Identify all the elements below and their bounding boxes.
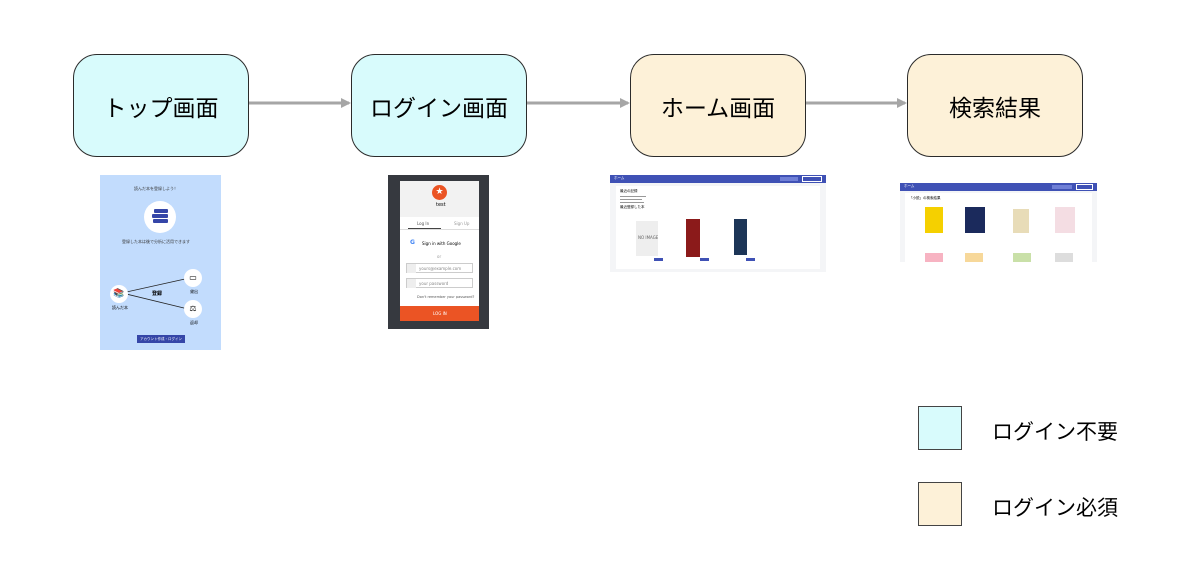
top-heading: 読んだ本を登録しよう！ <box>134 186 178 191</box>
arrow-label: 登録 <box>152 291 163 297</box>
home-header-title: ホーム <box>614 176 625 180</box>
book-button[interactable] <box>746 258 755 261</box>
top-description: 登録した本は後で分析に活用できます <box>122 239 190 244</box>
mail-icon <box>407 264 416 273</box>
brand-logo-icon: ★ <box>432 185 447 200</box>
no-image-text: NO IMAGE <box>638 235 659 240</box>
email-placeholder: yours@example.com <box>419 266 462 271</box>
header-button[interactable] <box>802 176 822 182</box>
home-app-bar: ホーム <box>610 175 826 183</box>
password-placeholder: your password <box>419 281 449 286</box>
thumbnail-top-screen: 読んだ本を登録しよう！ 登録した本は後で分析に活用できます 📚 読んだ本 登録 … <box>100 175 221 350</box>
legend-swatch-login-free <box>918 406 962 450</box>
home-record-line <box>620 199 642 200</box>
tab-login[interactable]: Log In <box>417 221 430 226</box>
tab-signup[interactable]: Sign Up <box>454 221 470 226</box>
book-button[interactable] <box>700 258 709 261</box>
login-card: ★ test Log In Sign Up G Sign in with Goo… <box>400 181 479 321</box>
legend-label-login-free: ログイン不要 <box>992 420 1118 444</box>
legend-label-login-required: ログイン必須 <box>992 496 1118 520</box>
thumbnail-login-screen: ★ test Log In Sign Up G Sign in with Goo… <box>388 175 489 329</box>
top-cta-label: アカウント作成・ログイン <box>140 337 182 341</box>
top-cta-button[interactable]: アカウント作成・ログイン <box>137 335 185 343</box>
home-record-line <box>620 196 646 197</box>
search-card: 「小説」の検索結果 <box>905 193 1092 262</box>
result-cover-row2[interactable] <box>925 253 943 262</box>
result-cover-yellow[interactable] <box>925 207 943 233</box>
header-button[interactable] <box>1076 184 1093 190</box>
book-cover-navy[interactable] <box>734 219 747 255</box>
tab-underline <box>408 228 441 229</box>
node-search-results: 検索結果 <box>907 54 1083 157</box>
login-title: test <box>436 202 446 208</box>
google-icon: G <box>410 239 415 246</box>
home-record-line <box>620 202 644 203</box>
node-login-screen: ログイン画面 <box>351 54 527 157</box>
thumbnail-search-results: ホーム 「小説」の検索結果 <box>900 183 1097 262</box>
result-cover-row2[interactable] <box>1013 253 1031 262</box>
book-cover-no-image[interactable]: NO IMAGE <box>636 221 658 256</box>
header-button[interactable] <box>1052 185 1072 189</box>
thumbnail-home-screen: ホーム 最近の記録 最近登録した本 NO IMAGE <box>610 175 826 272</box>
book-button[interactable] <box>654 258 663 261</box>
email-input[interactable]: yours@example.com <box>406 263 473 273</box>
lend-icon: ▭ <box>184 269 202 287</box>
book-cover-red[interactable] <box>686 219 700 257</box>
google-label: Sign in with Google <box>422 241 461 246</box>
header-button[interactable] <box>780 177 798 181</box>
home-section2: 最近登録した本 <box>620 205 645 209</box>
node-label: 検索結果 <box>949 95 1041 122</box>
password-input[interactable]: your password <box>406 278 473 288</box>
home-section1: 最近の記録 <box>620 189 638 193</box>
books-icon <box>144 201 176 233</box>
search-app-bar: ホーム <box>900 183 1097 191</box>
result-cover-beige[interactable] <box>1013 209 1029 233</box>
tab-divider <box>400 229 479 230</box>
login-submit-label: LOG IN <box>433 311 447 316</box>
book-node-icon: 📚 <box>110 285 128 303</box>
search-header-title: ホーム <box>904 184 915 188</box>
home-card: 最近の記録 最近登録した本 NO IMAGE <box>616 186 820 269</box>
lock-icon <box>407 279 416 288</box>
node-a-label: 貸出 <box>190 289 198 294</box>
google-signin-button[interactable]: G Sign in with Google <box>406 236 473 250</box>
center-node-label: 読んだ本 <box>112 305 128 310</box>
or-separator: or <box>437 254 442 259</box>
node-label: トップ画面 <box>103 95 219 122</box>
result-cover-navy[interactable] <box>965 207 985 233</box>
node-top-screen: トップ画面 <box>73 54 249 157</box>
node-label: ログイン画面 <box>370 95 508 122</box>
top-relation-lines <box>121 278 189 310</box>
node-label: ホーム画面 <box>660 95 776 122</box>
login-submit-button[interactable]: LOG IN <box>400 306 479 321</box>
node-b-label: 返却 <box>190 320 198 325</box>
legend-swatch-login-required <box>918 482 962 526</box>
scale-icon: ⚖ <box>184 300 202 318</box>
result-cover-row2[interactable] <box>1055 253 1073 262</box>
search-title: 「小説」の検索結果 <box>909 196 941 200</box>
forgot-password-link[interactable]: Don't remember your password? <box>417 295 475 299</box>
node-home-screen: ホーム画面 <box>630 54 806 157</box>
result-cover-row2[interactable] <box>965 253 983 262</box>
result-cover-pink[interactable] <box>1055 207 1075 233</box>
